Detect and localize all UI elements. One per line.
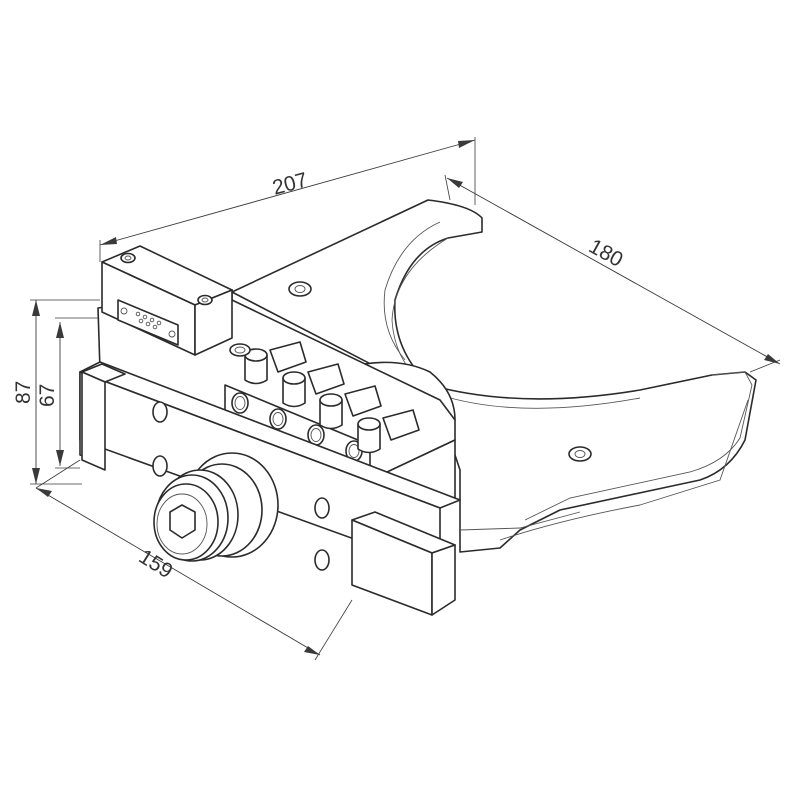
screw-icon bbox=[120, 252, 136, 264]
fork-inner-rail bbox=[383, 221, 441, 361]
port-hole bbox=[307, 424, 325, 446]
port-hole bbox=[231, 392, 249, 414]
mount-hole bbox=[152, 455, 168, 477]
dimension-depth: 180 bbox=[444, 174, 781, 373]
dimension-depth-label: 180 bbox=[585, 235, 627, 272]
base-end-right-side bbox=[431, 544, 456, 616]
connector-plug bbox=[117, 299, 179, 346]
fork-tip-right bbox=[524, 371, 753, 521]
fitting-icon bbox=[244, 341, 307, 385]
screw-icon bbox=[288, 281, 312, 297]
screw-icon bbox=[197, 294, 213, 306]
mount-hole bbox=[314, 497, 330, 519]
fork-lower-rail bbox=[499, 399, 749, 541]
port-hole bbox=[269, 408, 287, 430]
coupling-icon bbox=[153, 452, 279, 562]
fitting-icon bbox=[229, 343, 251, 357]
screw-icon bbox=[568, 446, 592, 462]
fitting-icon bbox=[357, 409, 420, 454]
fork-edge bbox=[459, 511, 581, 531]
mount-hole bbox=[152, 401, 168, 423]
dimension-length-label: 207 bbox=[270, 168, 310, 199]
base-end-left-front bbox=[81, 371, 106, 471]
fitting-icon bbox=[282, 363, 345, 408]
mount-hole bbox=[314, 549, 330, 571]
connector-block-side bbox=[194, 289, 233, 356]
dimension-height-body: 67 bbox=[36, 317, 98, 469]
dimension-height-total: 87 bbox=[12, 299, 100, 485]
dimension-height-body-label: 67 bbox=[36, 384, 59, 407]
fitting-icon bbox=[319, 385, 382, 430]
dimension-height-total-label: 87 bbox=[12, 381, 35, 404]
